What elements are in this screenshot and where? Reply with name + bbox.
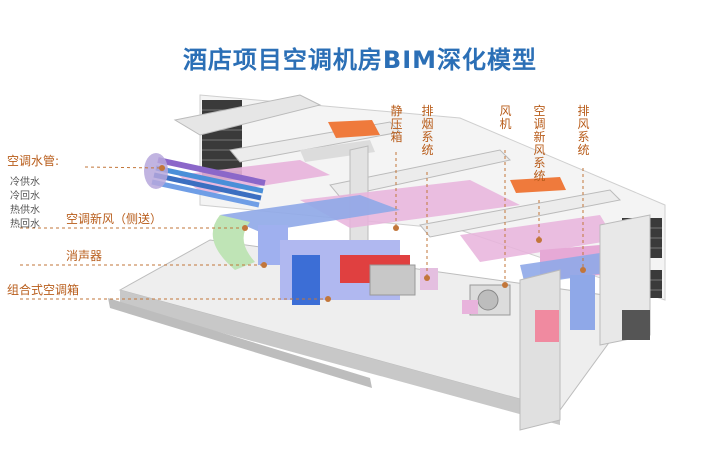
label-char: 系 (533, 156, 546, 170)
label-plenum: 静 压 箱 (390, 105, 403, 144)
label-char: 新 (533, 130, 546, 144)
top-frame-left (173, 94, 322, 136)
duct-blue-main (220, 195, 400, 232)
fresh-air-damper-top (510, 177, 566, 193)
label-char: 静 (390, 104, 403, 118)
label-char: 调 (533, 117, 546, 131)
label-char: 压 (390, 117, 403, 131)
label-char: 系 (421, 130, 434, 144)
exhaust-grille (535, 310, 559, 342)
label-smoke-exhaust: 排 烟 系 统 (421, 105, 434, 157)
tower-opening (622, 310, 650, 340)
cross-beam (300, 140, 375, 162)
label-char: 风 (577, 117, 590, 131)
label-char: 统 (533, 169, 546, 183)
duct-blue-riser (570, 275, 595, 330)
right-column (519, 269, 561, 431)
pipe-item: 热供水 (10, 205, 40, 216)
label-char: 机 (499, 117, 512, 131)
label-water-pipes: 空调水管: (7, 154, 60, 168)
base-curb (108, 298, 372, 388)
label-char: 风 (499, 104, 512, 118)
label-char: 烟 (421, 117, 434, 131)
label-char: 空 (533, 104, 546, 118)
pipe-item: 冷供水 (10, 177, 40, 188)
label-muffler: 消声器 (66, 249, 103, 263)
ahu-coil-section (292, 255, 320, 305)
pipe-item: 冷回水 (10, 191, 40, 202)
label-char: 箱 (390, 130, 403, 144)
leader-dots (159, 165, 586, 302)
fan-unit (462, 284, 511, 316)
label-char: 系 (577, 130, 590, 144)
plenum-box-top (328, 120, 380, 138)
pipe-item-list: 冷供水 冷回水 热供水 热回水 (10, 176, 40, 232)
water-pipe-bundle (144, 153, 266, 208)
label-ahu: 组合式空调箱 (7, 283, 80, 297)
label-char: 排 (577, 104, 590, 118)
label-char: 风 (533, 143, 546, 157)
label-fresh-air-system: 空 调 新 风 系 统 (533, 105, 546, 183)
label-char: 统 (421, 143, 434, 157)
pipe-item: 热回水 (10, 219, 40, 230)
label-fan: 风 机 (499, 105, 512, 131)
leader-lines (20, 150, 584, 300)
top-beam-2 (329, 149, 512, 198)
ahu-fan-section (369, 264, 416, 296)
label-exhaust-system: 排 风 系 统 (577, 105, 590, 157)
label-fresh-air-side: 空调新风（侧送） (66, 212, 163, 226)
floor-slab-front (120, 290, 560, 425)
label-char: 统 (577, 143, 590, 157)
page-title: 酒店项目空调机房BIM深化模型 (182, 46, 538, 74)
label-char: 排 (421, 104, 434, 118)
